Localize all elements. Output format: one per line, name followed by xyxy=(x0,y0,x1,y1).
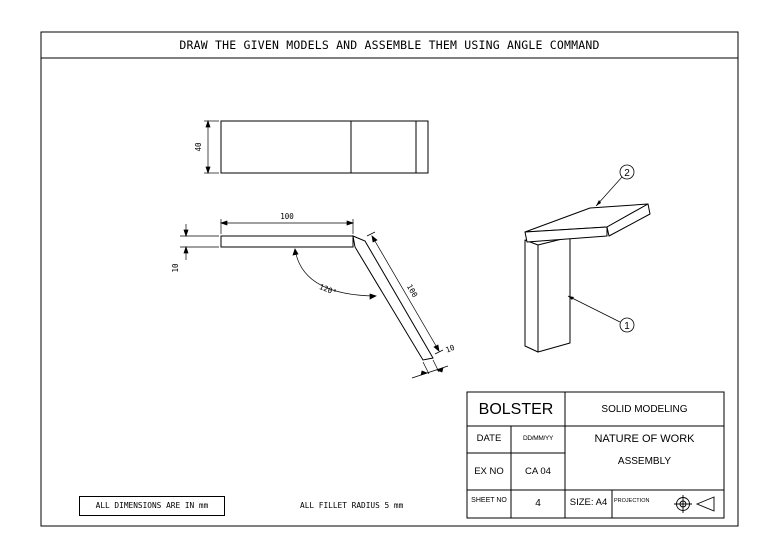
dim-thickness-label: 10 xyxy=(171,263,180,273)
size-label: SIZE: A4 xyxy=(569,497,608,508)
dimensions-note: ALL DIMENSIONS ARE IN mm xyxy=(79,496,225,516)
dim-thickness-arm xyxy=(411,359,449,379)
date-label: DATE xyxy=(476,433,502,444)
projection-label: PROJECTION xyxy=(614,498,650,504)
sheet-border xyxy=(40,31,739,527)
nature-of-work-value: ASSEMBLY xyxy=(617,456,672,467)
dim-thickness-arm-label: 10 xyxy=(444,343,456,355)
balloon-2 xyxy=(595,164,635,207)
dim-height-label: 40 xyxy=(194,142,203,152)
balloon-1 xyxy=(567,295,635,333)
balloon-2-label: 2 xyxy=(624,168,630,179)
category-label: SOLID MODELING xyxy=(601,404,688,415)
sheet-no-value: 4 xyxy=(535,498,541,509)
ex-no-value: CA 04 xyxy=(525,466,551,477)
balloon-1-label: 1 xyxy=(624,321,630,332)
dim-length-top-label: 100 xyxy=(280,212,294,221)
instruction-header: DRAW THE GIVEN MODELS AND ASSEMBLE THEM … xyxy=(179,38,600,52)
top-view xyxy=(220,120,429,174)
isometric-assembly xyxy=(524,203,651,353)
nature-of-work-label: NATURE OF WORK xyxy=(594,433,695,445)
projection-symbol-icon xyxy=(674,495,715,513)
fillet-note: ALL FILLET RADIUS 5 mm xyxy=(300,501,404,510)
dim-height-40 xyxy=(204,119,219,175)
dim-angle-label: 120° xyxy=(318,282,338,297)
dim-angle-arc xyxy=(292,248,377,300)
dim-length-arm xyxy=(366,231,444,355)
part-name: BOLSTER xyxy=(478,401,554,418)
dim-thickness xyxy=(180,224,219,260)
sheet-no-label: SHEET NO xyxy=(471,497,507,504)
date-value: DD/MM/YY xyxy=(522,435,554,442)
title-block-grid xyxy=(466,391,725,519)
bent-bar-view xyxy=(220,235,434,361)
dim-length-top xyxy=(219,219,355,234)
ex-no-label: EX NO xyxy=(474,466,504,477)
